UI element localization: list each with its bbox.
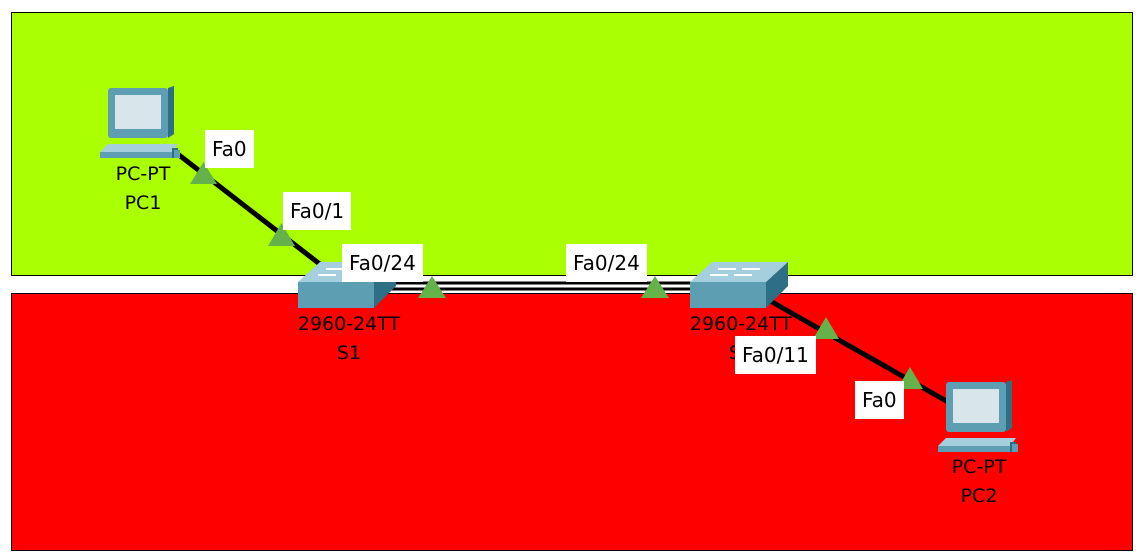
- device-label-pc2: PC-PT PC2: [952, 453, 1007, 511]
- port-marker-s1-fa0-1: [268, 223, 295, 246]
- port-label-pc1-fa0: Fa0: [205, 130, 254, 168]
- device-label-pc1: PC-PT PC1: [116, 160, 171, 218]
- device-name: PC2: [960, 485, 998, 507]
- zone-top-area: [11, 12, 1133, 276]
- port-label-s1-fa0-1: Fa0/1: [283, 192, 352, 230]
- port-marker-s2-fa0-24: [641, 276, 669, 298]
- device-label-s1: 2960-24TT S1: [298, 310, 400, 368]
- device-model: PC-PT: [115, 163, 171, 185]
- link-pc1-s1[interactable]: [168, 146, 332, 274]
- device-model: PC-PT: [951, 456, 1007, 478]
- port-marker-s2-fa0-11: [813, 317, 839, 339]
- pc1-icon[interactable]: [100, 86, 180, 158]
- port-marker-s1-fa0-24: [418, 276, 446, 298]
- port-label-s2-fa0-24: Fa0/24: [566, 244, 647, 282]
- port-label-s1-fa0-24: Fa0/24: [342, 244, 423, 282]
- s2-icon[interactable]: [690, 262, 788, 308]
- port-label-s2-fa0-11: Fa0/11: [735, 336, 816, 374]
- pc2-icon[interactable]: [938, 380, 1018, 452]
- device-model: 2960-24TT: [689, 313, 793, 335]
- device-name: S1: [336, 342, 362, 364]
- device-name: PC1: [124, 192, 162, 214]
- device-model: 2960-24TT: [297, 313, 401, 335]
- port-label-pc2-fa0: Fa0: [855, 381, 904, 419]
- port-marker-pc1-fa0: [190, 162, 217, 184]
